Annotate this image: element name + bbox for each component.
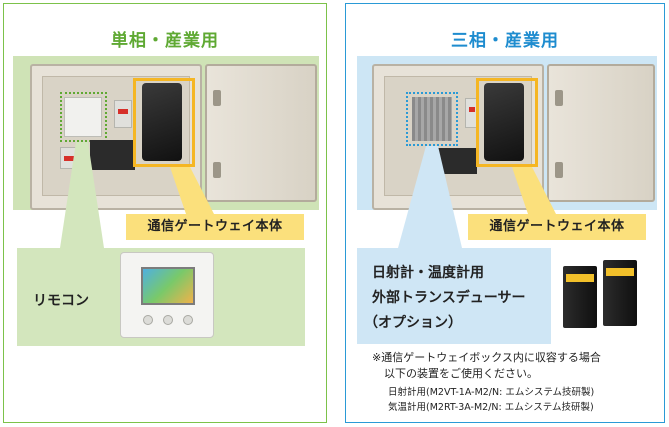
single-phase-title: 単相・産業用: [111, 31, 219, 51]
remote-label: リモコン: [33, 293, 89, 309]
transducer-icon-2: [603, 260, 637, 326]
right-gateway-pointer: [512, 167, 556, 214]
right-breaker-1: [465, 98, 479, 128]
left-remote-highlight: [60, 92, 107, 142]
transducer-image: [551, 248, 657, 344]
three-phase-title: 三相・産業用: [451, 31, 559, 51]
left-breaker-1: [114, 100, 132, 128]
sensor-line-2: 外部トランスデューサー: [372, 290, 526, 306]
left-controller-box: [64, 97, 102, 137]
right-option-highlight: [406, 92, 458, 146]
note-line-1: ※通信ゲートウェイボックス内に収容する場合: [372, 351, 601, 364]
sensor-line-3: （オプション）: [364, 315, 462, 331]
detail-line-1: 日射計用(M2VT-1A-M2/N: エムシステム技研製): [388, 387, 595, 398]
left-cabinet-door: [205, 64, 317, 202]
left-gateway-highlight: [133, 78, 195, 167]
left-gateway-device: [142, 83, 182, 161]
left-terminal-block: [90, 140, 135, 170]
remote-screen: [141, 267, 195, 305]
sensor-line-1: 日射計・温度計用: [372, 265, 484, 281]
remote-pointer: [60, 142, 104, 248]
right-gateway-device: [484, 83, 524, 161]
transducer-icon-1: [563, 266, 597, 328]
detail-line-2: 気温計用(M2RT-3A-M2/N: エムシステム技研製): [388, 402, 594, 413]
right-optional-device: [412, 97, 452, 141]
right-cabinet-door: [547, 64, 655, 202]
note-line-2: 以下の装置をご使用ください。: [384, 367, 538, 380]
left-gateway-label: 通信ゲートウェイ本体: [126, 214, 304, 240]
right-gateway-highlight: [476, 78, 538, 167]
remote-controller-icon: [120, 252, 214, 338]
left-gateway-pointer: [170, 167, 214, 214]
transducer-pointer: [398, 146, 462, 248]
right-gateway-label: 通信ゲートウェイ本体: [468, 214, 646, 240]
